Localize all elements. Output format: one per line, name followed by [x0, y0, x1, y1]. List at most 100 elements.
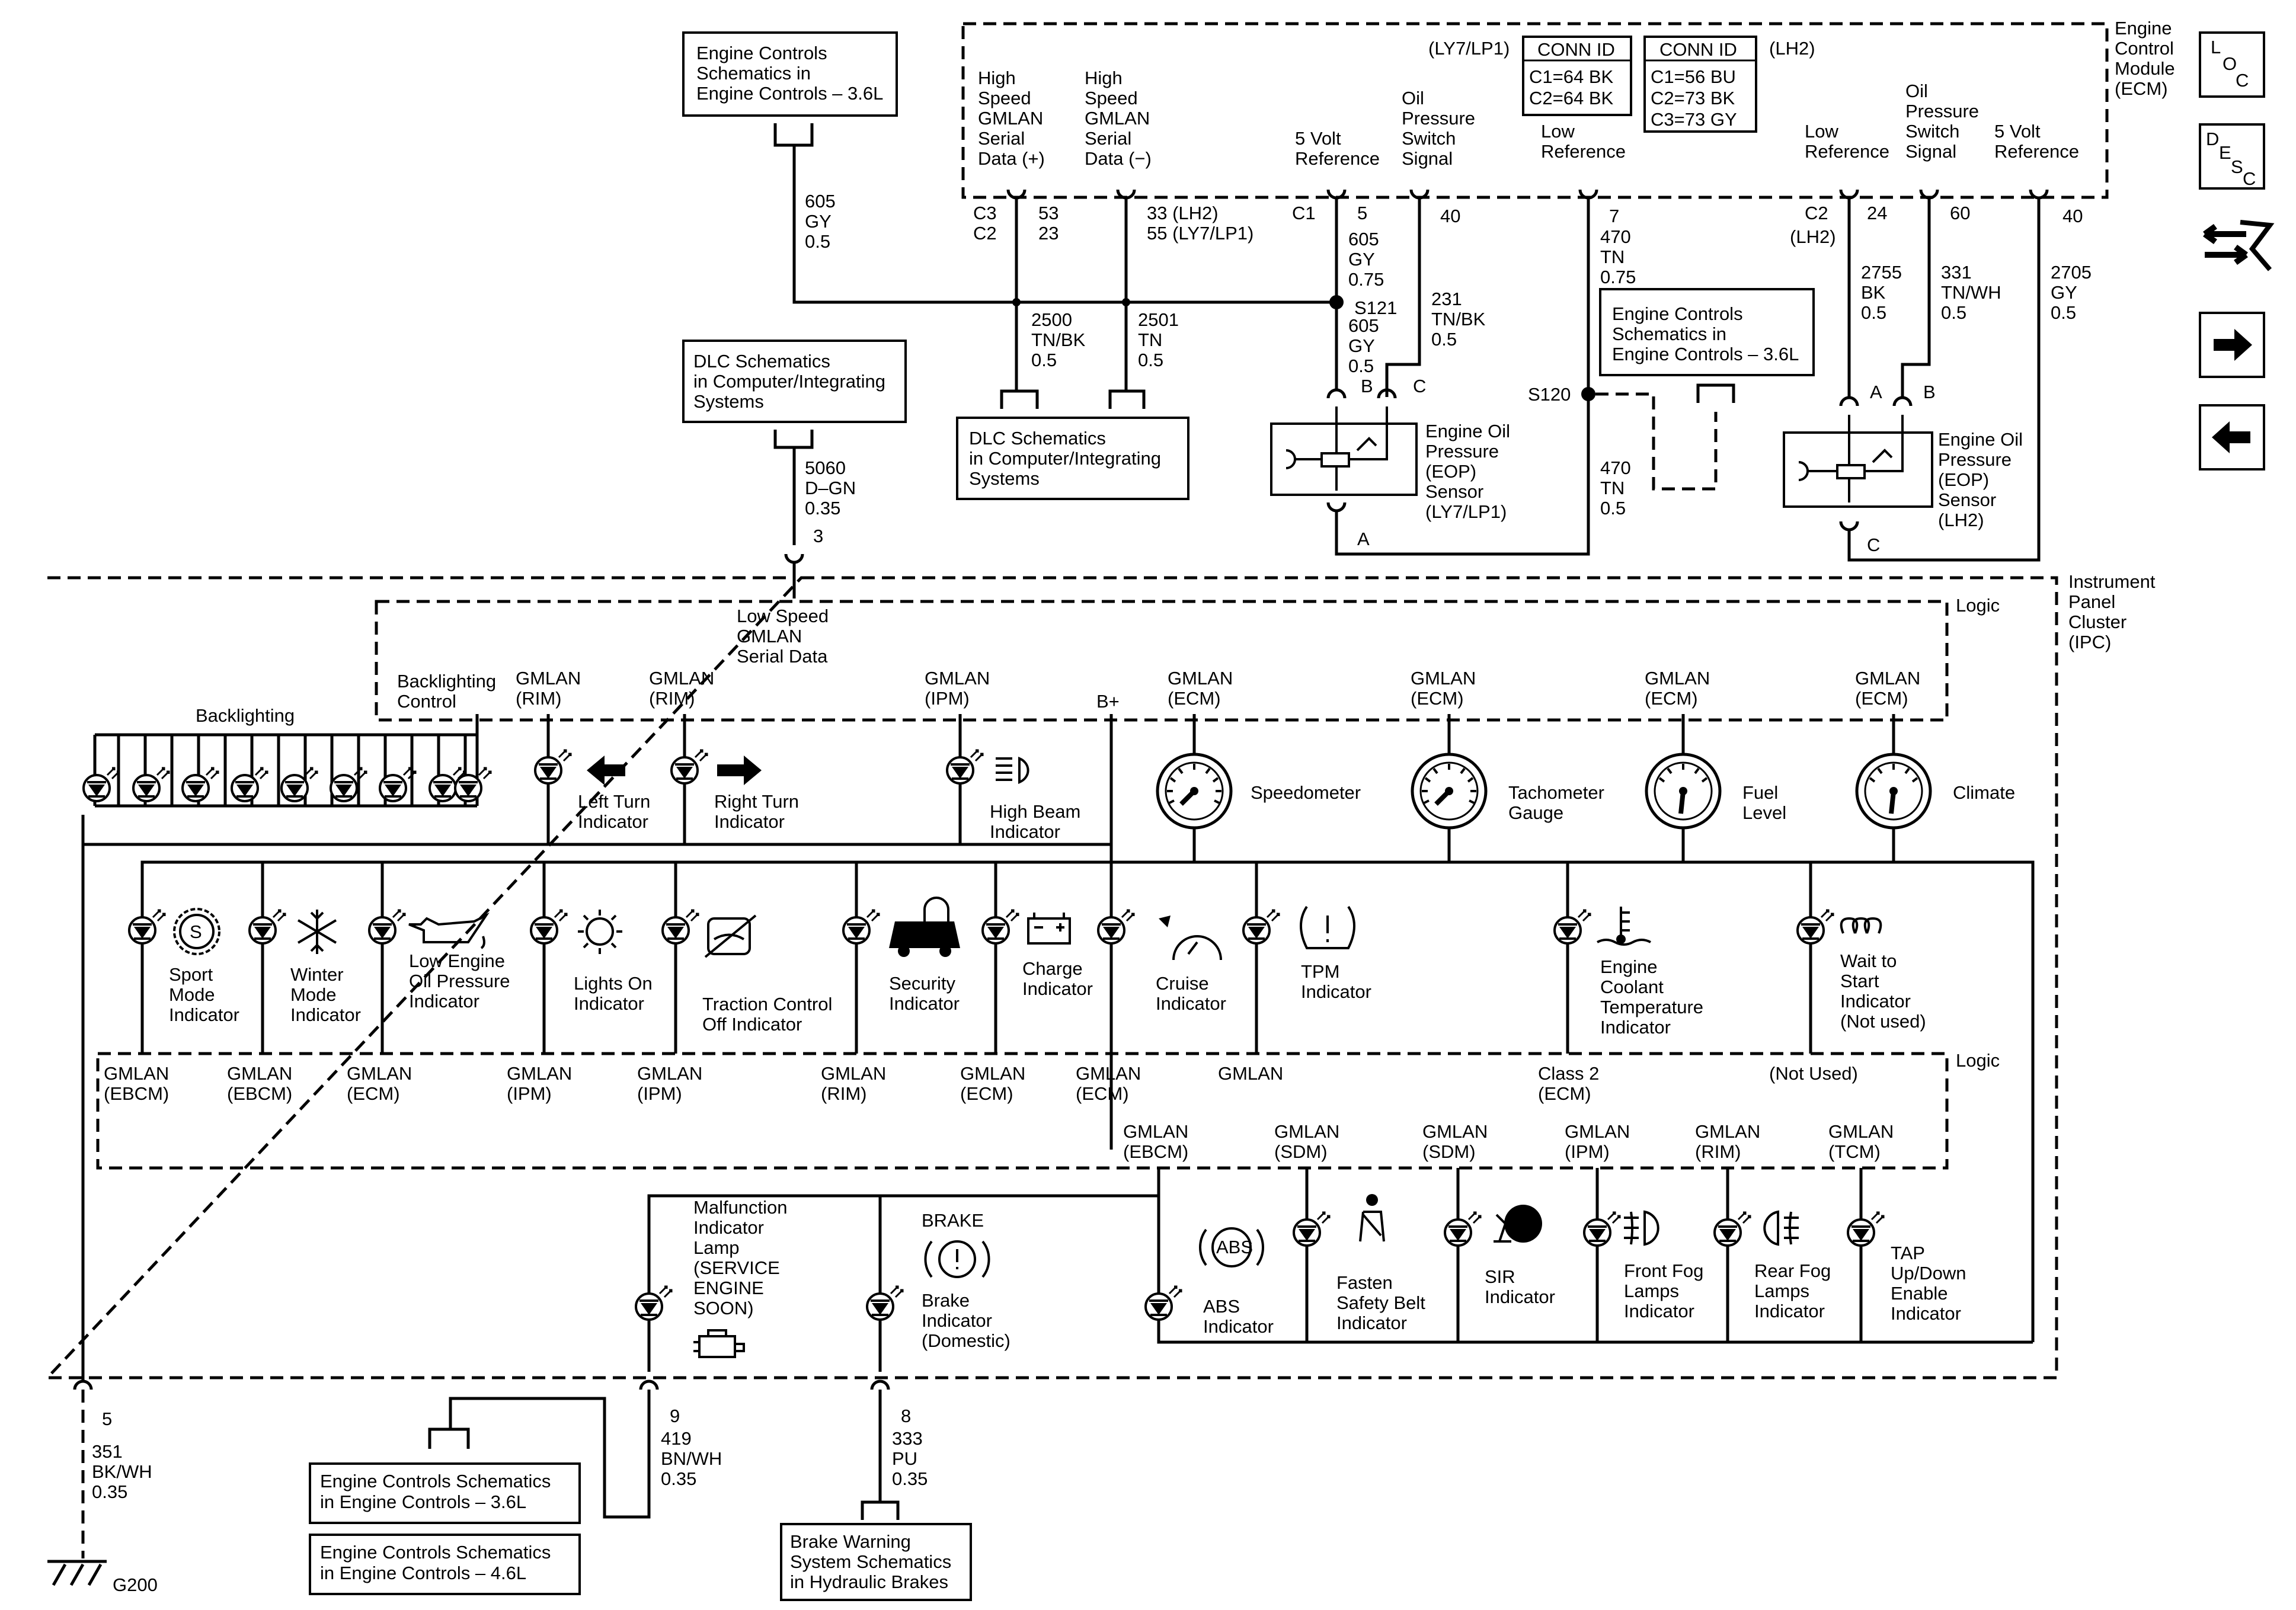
svg-text:SIR: SIR [1485, 1266, 1515, 1287]
ref-engine-controls-mid[interactable]: Engine Controls Schematics in Engine Con… [1599, 288, 1815, 376]
wire-605-gy-075: 605 GY 0.75 [1348, 229, 1384, 290]
nav-loc-button[interactable]: L O C [2199, 31, 2265, 98]
svg-text:(RIM): (RIM) [516, 688, 561, 709]
svg-text:Lamp: Lamp [693, 1237, 740, 1258]
svg-text:Traction Control: Traction Control [702, 994, 832, 1014]
svg-text:(IPM): (IPM) [1565, 1141, 1610, 1162]
high-beam-indicator-label: High Beam Indicator [990, 801, 1080, 842]
cruise-icon [1159, 916, 1222, 961]
svg-text:5 Volt: 5 Volt [1994, 121, 2041, 142]
svg-text:Fasten: Fasten [1336, 1272, 1393, 1293]
svg-text:Indicator: Indicator [1301, 981, 1371, 1002]
nav-desc-button[interactable]: D E S C [2199, 123, 2265, 190]
wire-2501-tn: 2501 TN 0.5 [1138, 309, 1179, 370]
ecm-title-1: Engine [2115, 18, 2172, 39]
ecm-variant-left: (LY7/LP1) [1428, 38, 1510, 59]
svg-text:Fuel: Fuel [1742, 782, 1778, 803]
ref-dlc-lower[interactable]: DLC Schematics in Computer/Integrating S… [956, 417, 1189, 500]
svg-text:Indicator: Indicator [1336, 1313, 1407, 1333]
svg-text:C: C [2236, 70, 2249, 91]
low-source-5: GMLAN (RIM) [1695, 1121, 1760, 1162]
svg-text:Engine Controls: Engine Controls [1612, 303, 1743, 324]
svg-text:Switch: Switch [1402, 128, 1456, 149]
svg-text:E: E [2219, 142, 2231, 163]
left-turn-arrow-icon [587, 756, 625, 785]
svg-text:TN: TN [1600, 478, 1625, 498]
ipc-module: Instrument Panel Cluster (IPC) Logic Low… [44, 571, 2156, 1379]
pin-53: 53 [1038, 203, 1059, 223]
svg-text:Mode: Mode [169, 984, 215, 1005]
sport-mode-indicator-label: Sport Mode Indicator [169, 964, 239, 1025]
ground-g200-label: G200 [113, 1574, 158, 1595]
ref-dlc-upper[interactable]: DLC Schematics in Computer/Integrating S… [682, 340, 907, 423]
svg-text:DLC Schematics: DLC Schematics [693, 351, 830, 372]
svg-text:Start: Start [1840, 971, 1879, 991]
svg-text:(ECM): (ECM) [1538, 1083, 1591, 1104]
ref-engine-controls-36-bottom[interactable]: Engine Controls Schematics in Engine Con… [309, 1462, 581, 1524]
connector-swap-icon[interactable] [2203, 220, 2275, 271]
svg-text:Indicator: Indicator [922, 1310, 992, 1331]
svg-text:(LH2): (LH2) [1938, 510, 1984, 530]
mid-source-2: GMLAN (EBCM) [227, 1063, 292, 1104]
svg-text:GMLAN: GMLAN [1076, 1063, 1141, 1084]
svg-text:470: 470 [1600, 226, 1631, 247]
svg-text:TN: TN [1600, 247, 1625, 267]
svg-text:Temperature: Temperature [1600, 997, 1703, 1017]
svg-text:(ECM): (ECM) [1168, 688, 1221, 709]
svg-text:Oil: Oil [1905, 81, 1928, 101]
svg-text:O: O [2223, 53, 2237, 74]
backlighting-control-label: Backlighting Control [397, 671, 496, 712]
top-source-6: GMLAN (ECM) [1645, 668, 1710, 709]
svg-text:Lights On: Lights On [574, 973, 653, 994]
prev-arrow-button[interactable] [2199, 404, 2265, 470]
svg-text:(ECM): (ECM) [1855, 688, 1908, 709]
svg-text:Indicator: Indicator [1156, 993, 1226, 1014]
tpm-indicator-label: TPM Indicator [1301, 961, 1371, 1002]
svg-text:Serial: Serial [1085, 128, 1131, 149]
next-arrow-button[interactable] [2199, 312, 2265, 378]
low-speed-gmlan-label: Low Speed GMLAN Serial Data [737, 606, 829, 667]
svg-text:Pressure: Pressure [1425, 441, 1499, 462]
abs-indicator-label: ABS Indicator [1203, 1296, 1274, 1337]
svg-text:333: 333 [892, 1428, 923, 1449]
svg-text:2501: 2501 [1138, 309, 1179, 330]
pin-55: 55 (LY7/LP1) [1147, 223, 1253, 244]
svg-text:Indicator: Indicator [1485, 1286, 1555, 1307]
mid-source-1: GMLAN (EBCM) [104, 1063, 169, 1104]
traction-control-off-indicator-label: Traction Control Off Indicator [702, 994, 832, 1035]
mid-indicator-wires [140, 862, 1812, 1054]
svg-text:High: High [978, 68, 1016, 88]
svg-text:Indicator: Indicator [1600, 1017, 1671, 1038]
svg-text:(ECM): (ECM) [1411, 688, 1464, 709]
left-turn-indicator-label: Left Turn Indicator [578, 791, 650, 832]
ref-engine-controls-top[interactable]: Engine Controls Schematics in Engine Con… [682, 31, 898, 117]
ref-engine-controls-46-bottom[interactable]: Engine Controls Schematics in Engine Con… [309, 1534, 581, 1595]
svg-text:(EOP): (EOP) [1425, 461, 1476, 482]
pin-40b: 40 [2062, 206, 2083, 226]
svg-text:GMLAN: GMLAN [507, 1063, 572, 1084]
ref-brake-warning[interactable]: Brake Warning System Schematics in Hydra… [780, 1523, 972, 1601]
brake-warning-icon: BRAKE [922, 1210, 990, 1278]
svg-text:GMLAN: GMLAN [1828, 1121, 1894, 1142]
svg-text:351: 351 [92, 1441, 123, 1462]
pin-lh2: (LH2) [1790, 226, 1836, 247]
svg-text:Engine Controls Schematics: Engine Controls Schematics [320, 1542, 551, 1563]
svg-text:(IPM): (IPM) [507, 1083, 552, 1104]
pin-c1s: C [1413, 376, 1426, 396]
svg-text:(IPC): (IPC) [2068, 632, 2111, 652]
svg-text:High: High [1085, 68, 1123, 88]
svg-text:GY: GY [1348, 249, 1375, 270]
svg-text:(ECM): (ECM) [1076, 1083, 1129, 1104]
svg-text:Coolant: Coolant [1600, 977, 1664, 997]
splice-s121-label: S121 [1354, 297, 1397, 318]
low-source-1: GMLAN (EBCM) [1123, 1121, 1188, 1162]
mid-source-4: GMLAN (IPM) [507, 1063, 572, 1104]
sport-mode-icon: S [173, 908, 220, 955]
svg-text:Speedometer: Speedometer [1251, 782, 1361, 803]
seatbelt-indicator-label: Fasten Safety Belt Indicator [1336, 1272, 1425, 1333]
wire-231-tnbk: 231 TN/BK 0.5 [1431, 289, 1486, 350]
svg-text:BRAKE: BRAKE [922, 1210, 984, 1231]
mil-indicator-label: Malfunction Indicator Lamp (SERVICE ENGI… [693, 1197, 788, 1318]
brake-indicator-label: Brake Indicator (Domestic) [922, 1290, 1011, 1351]
svg-text:GMLAN: GMLAN [227, 1063, 292, 1084]
